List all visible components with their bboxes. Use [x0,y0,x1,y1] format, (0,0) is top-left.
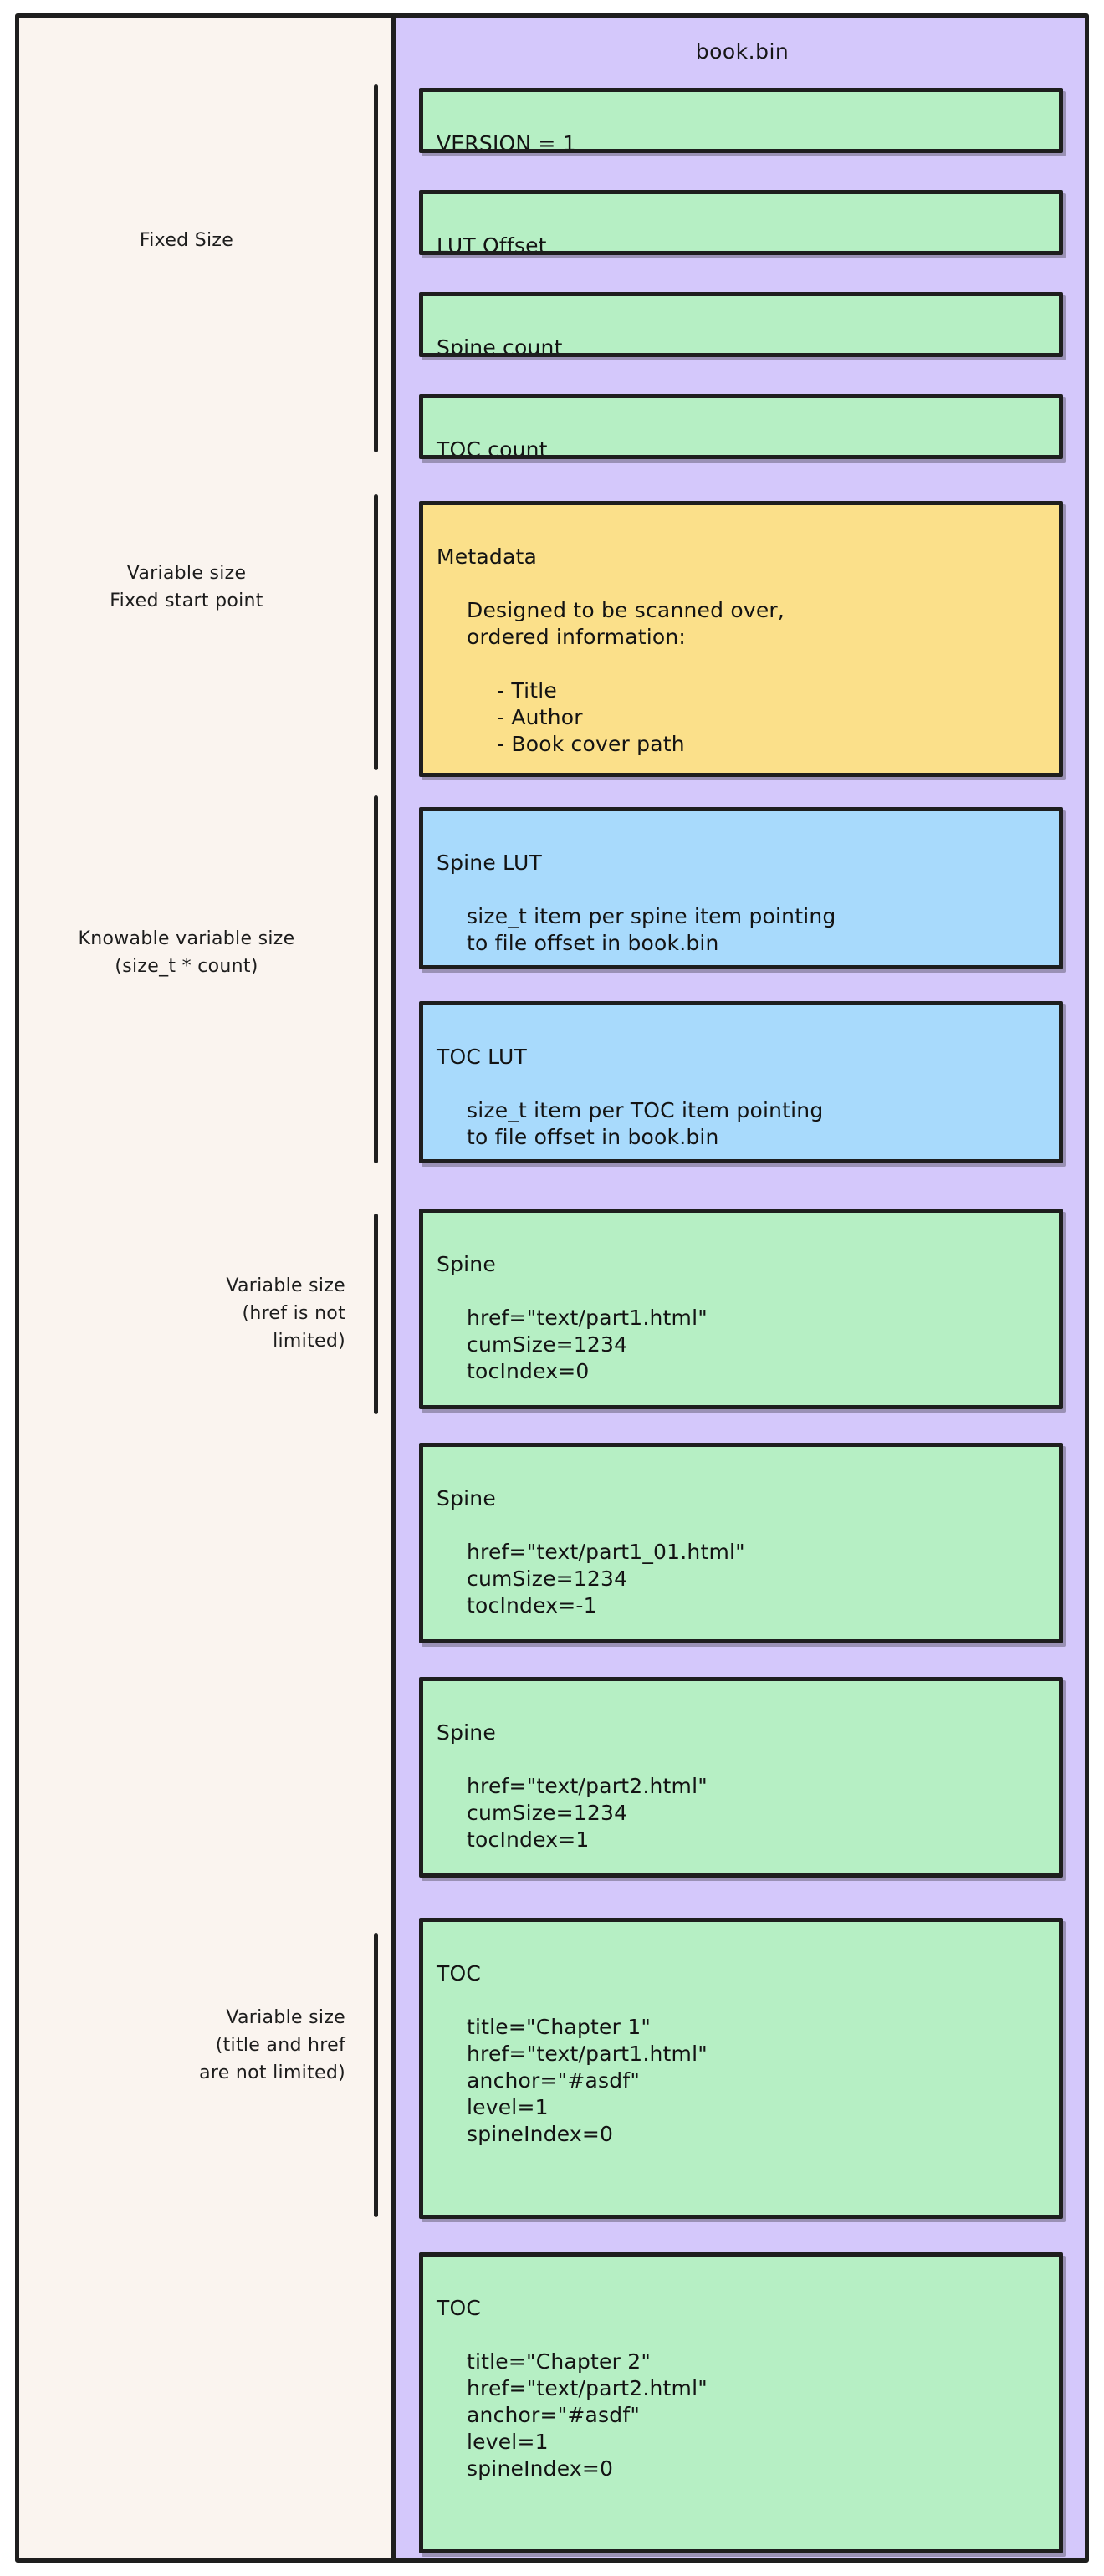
block-version-head: VERSION = 1 [437,131,576,153]
block-toc-1: TOC title="Chapter 1" href="text/part1.h… [419,1918,1063,2219]
block-metadata: Metadata Designed to be scanned over, or… [419,501,1063,777]
bracket-variable-href [374,1214,378,1414]
diagram-outer-frame: Fixed Size Variable size Fixed start poi… [15,13,1089,2563]
block-toc-2: TOC title="Chapter 2" href="text/part2.h… [419,2252,1063,2553]
bracket-variable-fixed-start [374,494,378,770]
block-toc-lut: TOC LUT size_t item per TOC item pointin… [419,1001,1063,1163]
block-spine-2-head: Spine [437,1486,496,1510]
annotation-column: Fixed Size Variable size Fixed start poi… [19,18,387,2558]
block-metadata-head: Metadata [437,544,537,569]
block-toc-2-body: title="Chapter 2" href="text/part2.html"… [467,2349,708,2481]
book-bin-container: book.bin VERSION = 1 LUT Offset Spine co… [391,18,1085,2558]
block-spine-1: Spine href="text/part1.html" cumSize=123… [419,1209,1063,1409]
block-metadata-list: - Title - Author - Book cover path [497,678,685,756]
annotation-fixed-size: Fixed Size [139,230,234,251]
block-spine-2-body: href="text/part1_01.html" cumSize=1234 t… [467,1540,745,1618]
block-spine-2: Spine href="text/part1_01.html" cumSize=… [419,1443,1063,1643]
block-spine-1-head: Spine [437,1252,496,1276]
block-spine-lut-body: size_t item per spine item pointing to f… [467,904,836,955]
block-toc-lut-body: size_t item per TOC item pointing to fil… [467,1098,824,1149]
block-lut-offset-head: LUT Offset [437,233,547,255]
annotation-knowable-variable-size: Knowable variable size (size_t * count) [78,928,295,977]
block-toc-1-head: TOC [437,1961,482,1986]
block-lut-offset: LUT Offset [419,190,1063,255]
block-spine-3-head: Spine [437,1720,496,1745]
bracket-fixed-size [374,84,378,452]
block-toc-2-head: TOC [437,2296,482,2320]
block-spine-3-body: href="text/part2.html" cumSize=1234 tocI… [467,1774,708,1852]
bracket-knowable-variable-size [374,795,378,1163]
block-spine-lut-head: Spine LUT [437,851,542,875]
block-metadata-body: Designed to be scanned over, ordered inf… [467,598,785,649]
block-spine-count-head: Spine count [437,335,563,357]
annotation-variable-title-href: Variable size (title and href are not li… [199,2007,345,2083]
block-toc-count-head: TOC count [437,437,548,459]
block-version: VERSION = 1 [419,88,1063,153]
block-spine-count: Spine count [419,292,1063,357]
block-toc-count: TOC count [419,394,1063,459]
block-spine-1-body: href="text/part1.html" cumSize=1234 tocI… [467,1306,708,1383]
block-toc-lut-head: TOC LUT [437,1045,528,1069]
file-title: book.bin [695,39,790,64]
annotation-variable-href: Variable size (href is not limited) [226,1275,345,1352]
block-spine-lut: Spine LUT size_t item per spine item poi… [419,807,1063,969]
annotation-variable-fixed-start: Variable size Fixed start point [110,563,263,611]
block-spine-3: Spine href="text/part2.html" cumSize=123… [419,1677,1063,1878]
bracket-variable-title-href [374,1933,378,2217]
block-toc-1-body: title="Chapter 1" href="text/part1.html"… [467,2015,708,2146]
